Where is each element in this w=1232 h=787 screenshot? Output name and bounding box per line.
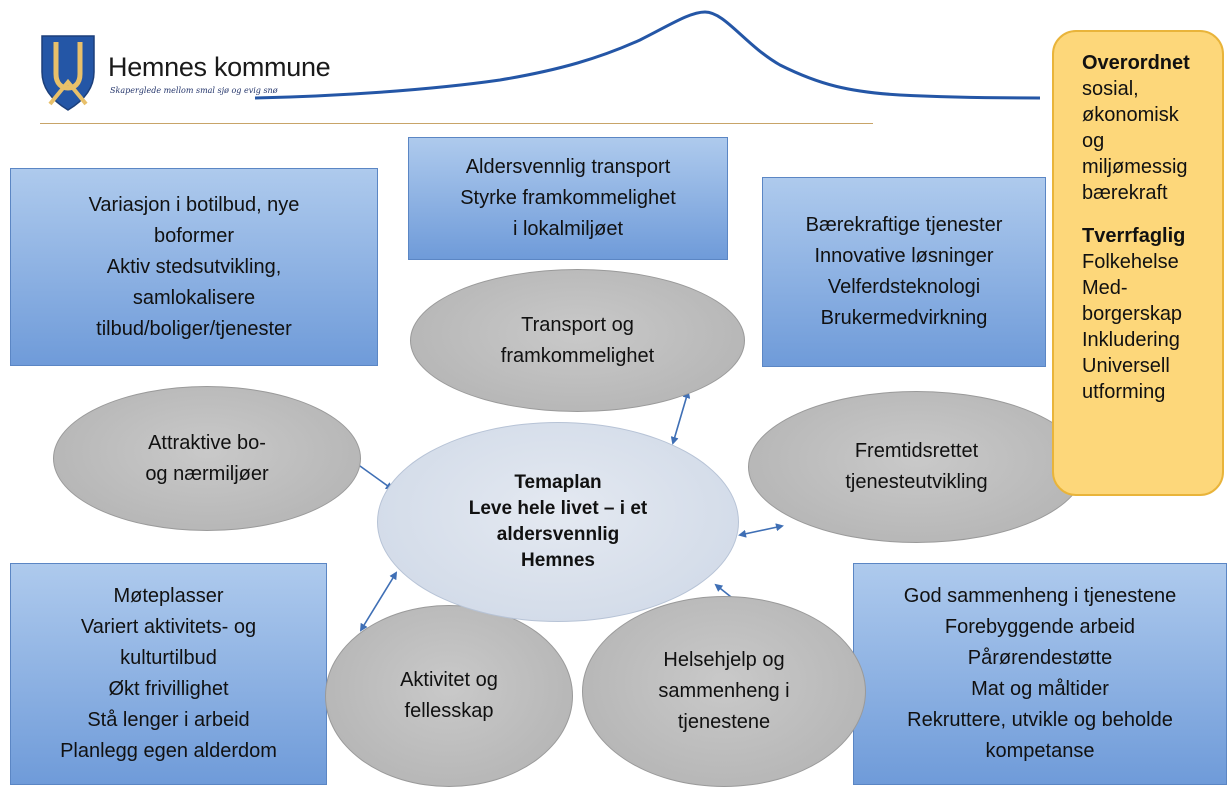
theme-line: framkommelighet [500,344,655,367]
logo [38,32,98,112]
tagline: Skaperglede mellom smal sjø og evig snø [110,86,278,95]
theme-line: tjenestene [677,711,771,733]
theme-helse: Helsehjelp og sammenheng i tjenestene [582,596,866,787]
box-line: Styrke framkommelighet [460,187,676,209]
box-tjeneste: Bærekraftige tjenester Innovative løsnin… [762,177,1046,367]
box-line: Velferdsteknologi [827,276,981,298]
theme-line: Transport og [521,313,634,336]
theme-line: Helsehjelp og [663,649,785,671]
sidebar-heading-overordnet: Overordnet [1082,52,1190,74]
theme-line: Attraktive bo- [148,431,266,454]
theme-aktivitet: Aktivitet og fellesskap [325,605,573,787]
box-line: i lokalmiljøet [512,218,624,240]
sidebar-line: Folkehelse [1082,251,1179,273]
sidebar-line: økonomisk [1082,104,1179,126]
theme-line: fellesskap [404,700,494,722]
arrow-aktivitet [359,571,398,632]
box-line: Rekruttere, utvikle og beholde [907,709,1173,731]
sidebar-line: Universell [1082,355,1170,377]
mountain-line [254,10,1041,100]
center-theme: Temaplan Leve hele livet – i et aldersve… [377,422,739,622]
box-line: Mat og måltider [971,678,1109,700]
box-line: Aldersvennlig transport [465,156,671,178]
box-line: kompetanse [985,740,1095,762]
box-line: Stå lenger i arbeid [87,709,250,731]
box-line: Variasjon i botilbud, nye [88,193,300,216]
theme-tjeneste: Fremtidsrettet tjenesteutvikling [748,391,1085,543]
sidebar-line: utforming [1082,381,1166,403]
box-line: boformer [153,224,235,247]
box-line: samlokalisere [132,286,256,309]
box-line: Møteplasser [113,585,224,607]
theme-transport: Transport og framkommelighet [410,269,745,412]
box-line: God sammenheng i tjenestene [903,585,1177,607]
box-transport: Aldersvennlig transport Styrke framkomme… [408,137,728,260]
box-bolig: Variasjon i botilbud, nye boformer Aktiv… [10,168,378,366]
center-line: Temaplan [514,472,602,493]
center-line: Leve hele livet – i et [468,498,648,519]
box-line: Bærekraftige tjenester [805,214,1003,236]
box-line: Forebyggende arbeid [944,616,1136,638]
sidebar-line: Med- [1082,277,1128,299]
box-line: Pårørendestøtte [967,647,1113,669]
theme-bo: Attraktive bo- og nærmiljøer [53,386,361,531]
theme-line: sammenheng i [658,680,790,702]
box-line: Planlegg egen alderdom [60,740,277,762]
sidebar-line: bærekraft [1082,182,1168,204]
org-name: Hemnes kommune [108,52,331,82]
sidebar-line: borgerskap [1082,303,1183,325]
header-rule [40,123,873,124]
arrow-transport [670,390,691,445]
sidebar-line: Inkludering [1082,329,1180,351]
box-helse: God sammenheng i tjenestene Forebyggende… [853,563,1227,785]
box-line: tilbud/boliger/tjenester [96,317,292,340]
box-line: kulturtilbud [120,647,217,669]
principles-sidebar: Overordnet sosial, økonomisk og miljømes… [1052,30,1224,496]
box-line: Innovative løsninger [814,245,994,267]
center-line: aldersvennlig [496,524,620,545]
sidebar-line: sosial, [1082,78,1139,100]
box-line: Økt frivillighet [108,678,229,700]
theme-line: og nærmiljøer [145,462,269,485]
sidebar-line: og [1082,130,1105,152]
arrow-tjeneste [738,523,784,538]
sidebar-line: miljømessig [1082,156,1188,178]
sidebar-heading-tverrfaglig: Tverrfaglig [1082,225,1186,247]
box-line: Brukermedvirkning [820,307,988,329]
box-line: Variert aktivitets- og [80,616,257,638]
theme-line: tjenesteutvikling [845,471,988,493]
coat-of-arms-icon [41,35,95,111]
theme-line: Aktivitet og [400,669,498,691]
box-line: Aktiv stedsutvikling, [106,255,282,278]
theme-line: Fremtidsrettet [854,440,979,462]
box-aktivitet: Møteplasser Variert aktivitets- og kultu… [10,563,327,785]
center-line: Hemnes [521,550,595,571]
